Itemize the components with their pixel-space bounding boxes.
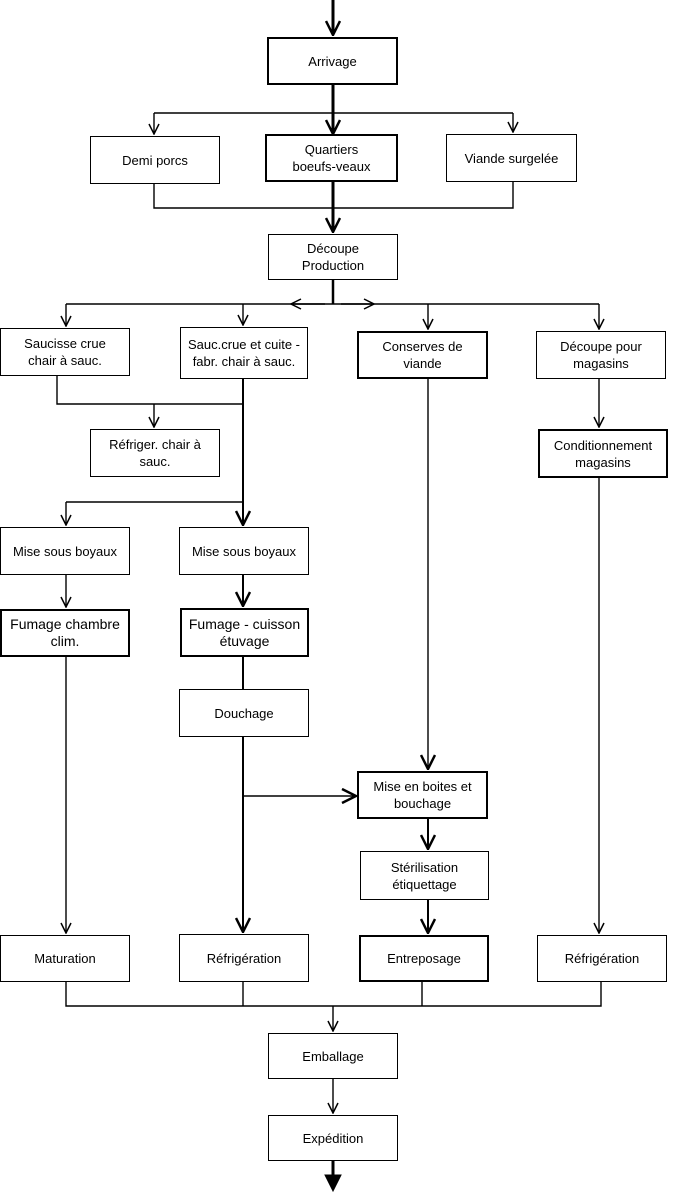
connector-bottom-merge: [65, 982, 602, 1007]
node-mise-en-boites: Mise en boites et bouchage: [357, 771, 488, 819]
node-decoupe-production: Découpe Production: [268, 234, 398, 280]
node-fumage-cuisson: Fumage - cuisson étuvage: [180, 608, 309, 657]
node-expedition: Expédition: [268, 1115, 398, 1161]
node-saucisse-crue: Saucisse crue chair à sauc.: [0, 328, 130, 376]
node-mise-sous-boyaux-1: Mise sous boyaux: [0, 527, 130, 575]
node-sterilisation: Stérilisation étiquettage: [360, 851, 489, 900]
node-conditionnement-magasins: Conditionnement magasins: [538, 429, 668, 478]
node-viande-surgelee: Viande surgelée: [446, 134, 577, 182]
node-douchage: Douchage: [179, 689, 309, 737]
node-conserves-viande: Conserves de viande: [357, 331, 488, 379]
node-quartiers-boeufs-veaux: Quartiers boeufs-veaux: [265, 134, 398, 182]
node-fumage-chambre: Fumage chambre clim.: [0, 609, 130, 657]
node-refrigeration-1: Réfrigération: [179, 934, 309, 982]
node-arrivage: Arrivage: [267, 37, 398, 85]
node-demi-porcs: Demi porcs: [90, 136, 220, 184]
node-refrigeration-2: Réfrigération: [537, 935, 667, 982]
node-sauc-crue-cuite: Sauc.crue et cuite - fabr. chair à sauc.: [180, 327, 308, 379]
node-refriger-chair: Réfriger. chair à sauc.: [90, 429, 220, 477]
node-maturation: Maturation: [0, 935, 130, 982]
node-decoupe-magasins: Découpe pour magasins: [536, 331, 666, 379]
node-entreposage: Entreposage: [359, 935, 489, 982]
node-mise-sous-boyaux-2: Mise sous boyaux: [179, 527, 309, 575]
connector-saucisse-down: [56, 376, 243, 405]
node-emballage: Emballage: [268, 1033, 398, 1079]
